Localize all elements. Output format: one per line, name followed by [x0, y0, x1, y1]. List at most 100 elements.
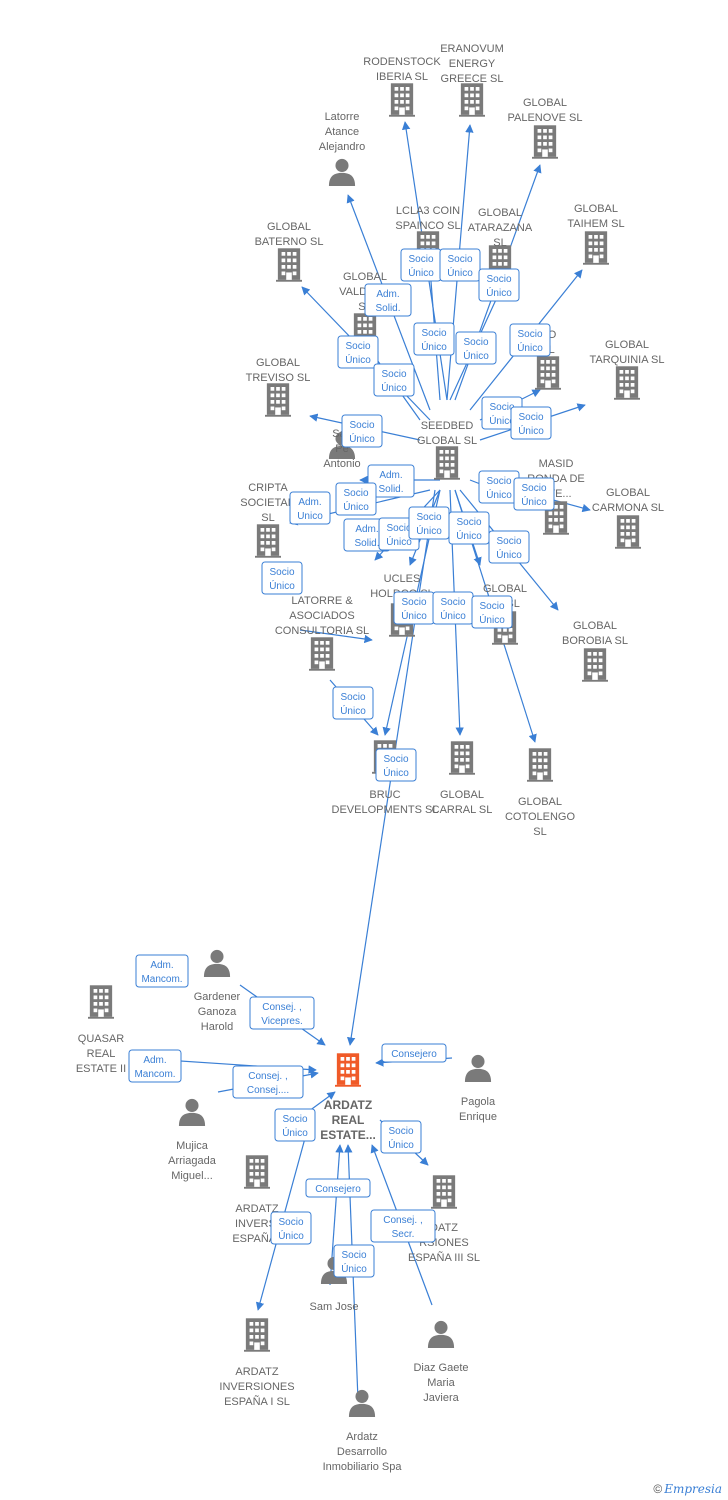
badge-text: Socio [341, 1250, 366, 1261]
building-icon [583, 231, 609, 265]
empresia-logo[interactable]: ©Empresia [653, 1482, 722, 1496]
node-mujica[interactable]: MujicaArriagadaMiguel... [168, 1098, 217, 1182]
badge-text: Único [340, 704, 366, 717]
relation-badge[interactable]: Consej. ,Consej.... [232, 1065, 304, 1099]
badge-text: Socio [440, 597, 465, 608]
node-label: SL [493, 237, 506, 249]
relation-badge[interactable]: Consej. ,Secr. [370, 1209, 436, 1243]
node-label: Latorre [325, 111, 360, 123]
badge-text: Único [479, 613, 505, 626]
badge-text: Consej.... [247, 1085, 289, 1096]
badge-box [370, 1209, 436, 1243]
badge-text: Mancom. [134, 1069, 175, 1080]
badge-box [510, 406, 552, 440]
node-label: Desarrollo [337, 1446, 387, 1458]
relation-badge[interactable]: Consej. ,Vicepres. [249, 996, 315, 1030]
badge-box [364, 283, 412, 317]
badge-text: Adm. [143, 1055, 166, 1066]
badge-text: Socio [401, 597, 426, 608]
node-label: ESPAÑA I [232, 1232, 281, 1245]
node-label: SL [261, 512, 274, 524]
node-label: BATERNO SL [255, 236, 324, 248]
badge-text: Socio [282, 1114, 307, 1125]
relation-badge[interactable]: Consejero [305, 1178, 371, 1198]
node-label: GLOBAL [573, 620, 617, 632]
node-label: COTOLENGO [505, 811, 576, 823]
node-label: GLOBAL [483, 583, 527, 595]
relation-badge[interactable]: Adm.Mancom. [135, 954, 189, 988]
node-label: Atance [325, 126, 359, 138]
node-label: GLOBAL [518, 796, 562, 808]
node-samjose[interactable]: Sam Jose [310, 1256, 359, 1313]
badge-text: Único [486, 286, 512, 299]
copyright-icon: © [653, 1482, 663, 1496]
node-label: CRIPTA [248, 482, 288, 494]
node-label: Pagola [461, 1096, 496, 1108]
relation-badge[interactable]: Consejero [381, 1043, 447, 1063]
badge-text: Socio [486, 476, 511, 487]
relation-badge[interactable]: Adm.Solid. [367, 464, 415, 498]
node-label: REAL [332, 1113, 365, 1127]
node-ardatz[interactable]: ARDATZREALESTATE... [320, 1053, 376, 1142]
node-label: DEVELOPMENTS SL [332, 804, 439, 816]
node-label: Inmobiliario Spa [323, 1461, 403, 1473]
node-label: INVERSIONES [219, 1381, 294, 1393]
node-label: Javiera [423, 1392, 459, 1404]
building-icon [309, 637, 335, 671]
relation-badge[interactable]: Adm. Mancom. [128, 1049, 182, 1083]
relation-badge[interactable]: Adm.Solid. [364, 283, 412, 317]
relation-badge[interactable]: Adm.Unico [289, 491, 331, 525]
